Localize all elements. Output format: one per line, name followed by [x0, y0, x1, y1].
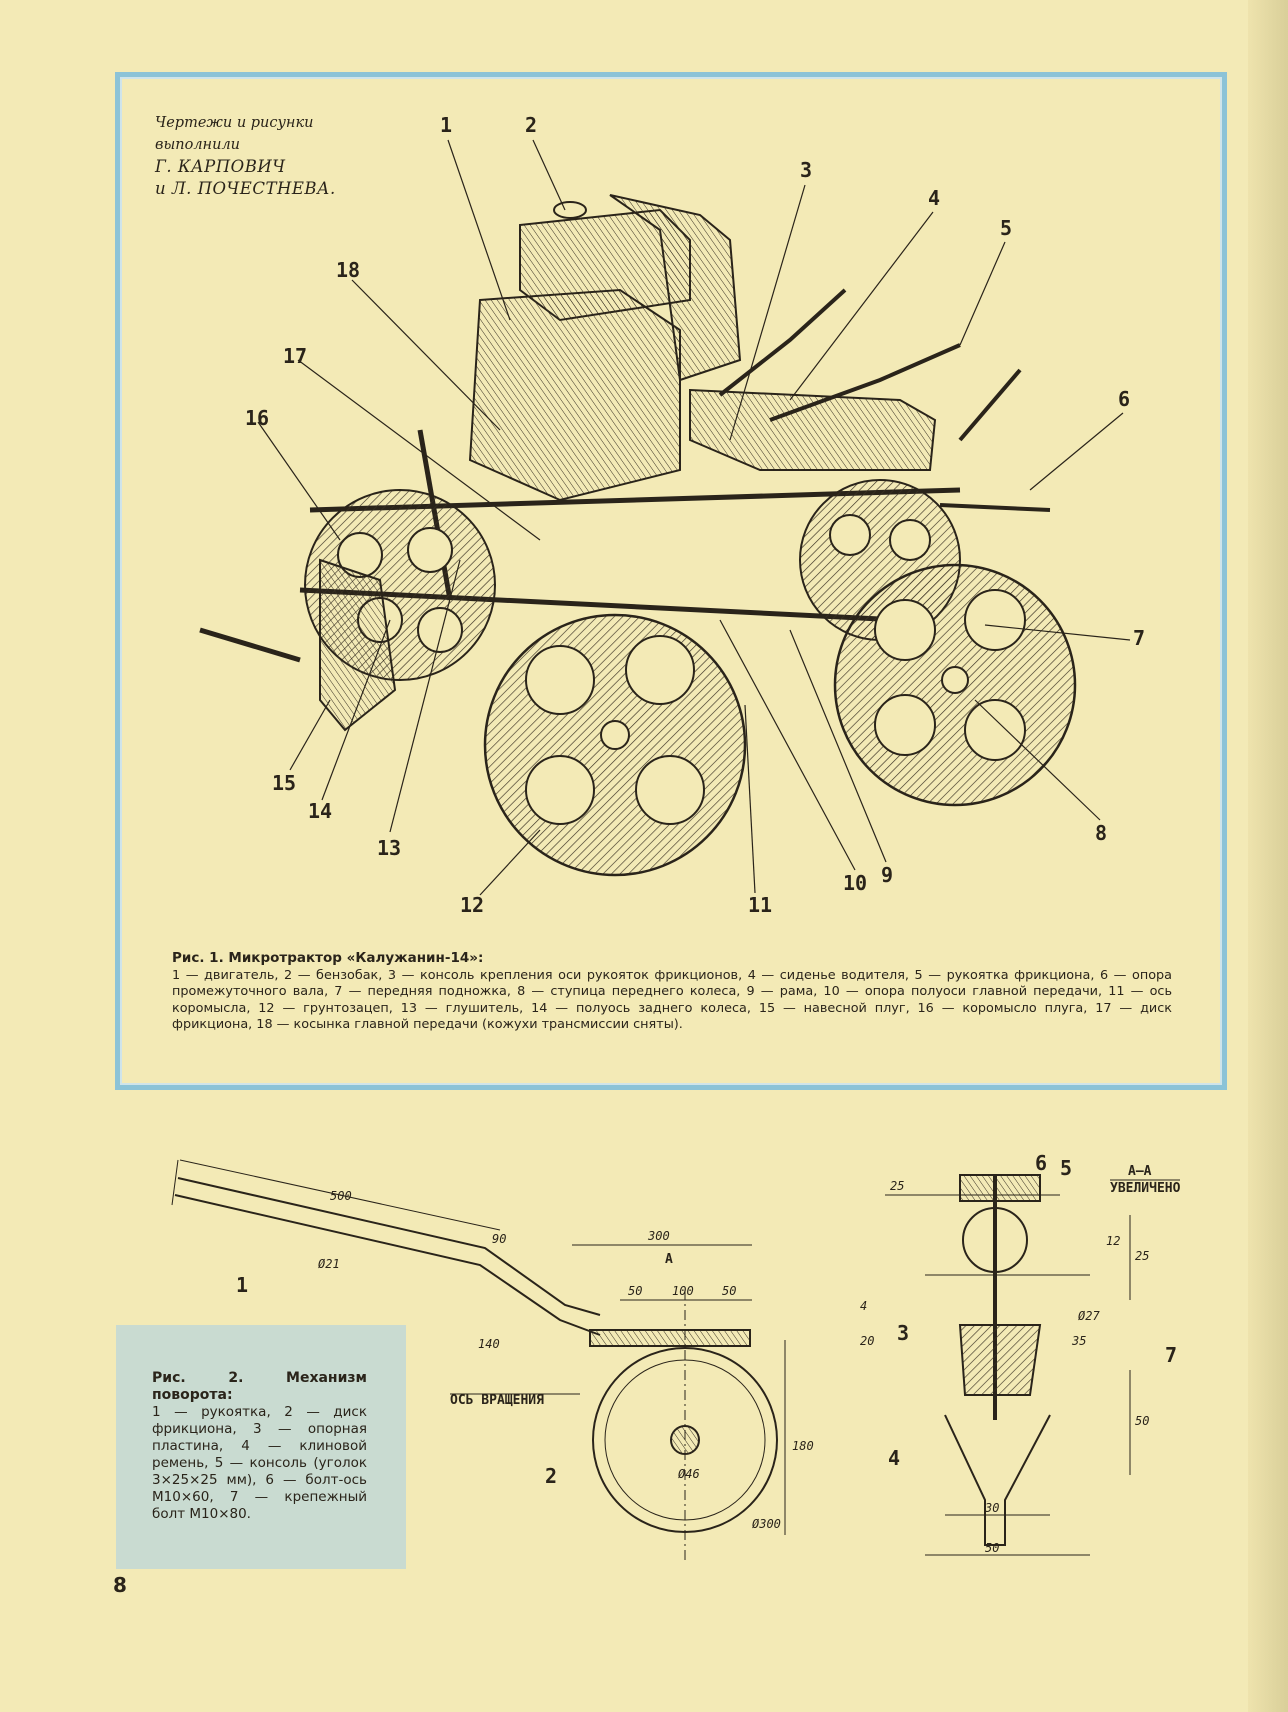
callout-numbers: 1 2 3 4 5 6 7 8 9 10 11 12 13 14 15 16 1… [245, 113, 1145, 917]
section-title: А–А [1128, 1164, 1152, 1179]
dim-50-right: 50 [722, 1284, 736, 1298]
credit-line-1: Чертежи и рисунки [155, 115, 314, 131]
page-number: 8 [113, 1573, 127, 1597]
dim-100: 100 [672, 1284, 694, 1298]
sec-dim-30: 30 [984, 1501, 999, 1515]
dim-50-left: 50 [628, 1284, 642, 1298]
figure-1-caption: Рис. 1. Микротрактор «Калужанин-14»: 1 —… [172, 950, 1172, 1034]
axis-label: ОСЬ ВРАЩЕНИЯ [450, 1393, 544, 1408]
dim-d46: Ø46 [678, 1467, 700, 1481]
sec-dim-25b: 25 [1135, 1249, 1149, 1263]
callout-1: 1 [440, 113, 452, 137]
dim-90: 90 [492, 1232, 506, 1246]
dim-d21: Ø21 [318, 1257, 340, 1271]
handle-rod [174, 1194, 601, 1336]
callout-14: 14 [308, 799, 332, 823]
v-belt [944, 1414, 1051, 1546]
callout-9: 9 [881, 863, 893, 887]
callout-10: 10 [843, 871, 867, 895]
callout-8: 8 [1095, 821, 1107, 845]
sec-part-7: 7 [1165, 1343, 1177, 1367]
front-wheel-left [483, 613, 747, 877]
callout-17: 17 [283, 344, 307, 368]
page-gutter [1248, 0, 1288, 1712]
credit-author-2: и Л. ПОЧЕСТНЕВА. [155, 179, 336, 198]
handle-rod-edge [177, 1177, 601, 1316]
plough [199, 558, 397, 732]
callout-leaders [257, 139, 1131, 896]
credit-line-2: выполнили [155, 137, 241, 153]
control-levers [718, 288, 1051, 512]
callout-4: 4 [928, 186, 940, 210]
seat [609, 194, 937, 471]
sec-dim-50: 50 [1135, 1414, 1149, 1428]
callout-15: 15 [272, 771, 296, 795]
sec-dim-50b: 50 [985, 1541, 999, 1555]
dim-140: 140 [478, 1337, 500, 1351]
callout-7: 7 [1133, 626, 1145, 650]
fig2-part-1: 1 [236, 1273, 248, 1297]
callout-12: 12 [460, 893, 484, 917]
console-angle [959, 1174, 1041, 1202]
sec-dim-35: 35 [1071, 1334, 1086, 1348]
figure-1-caption-title: Рис. 1. Микротрактор «Калужанин-14»: [172, 950, 484, 966]
figure-2-caption: Рис. 2. Механизм поворота: 1 — рукоятка,… [152, 1370, 367, 1523]
sec-part-6: 6 [1035, 1151, 1047, 1175]
sec-dim-25: 25 [890, 1179, 904, 1193]
callout-6: 6 [1118, 387, 1130, 411]
figure-2-caption-box [116, 1325, 406, 1569]
engine-block [468, 201, 691, 502]
callout-18: 18 [336, 258, 360, 282]
figure-1-caption-body: 1 — двигатель, 2 — бензобак, 3 — консоль… [172, 967, 1172, 1033]
section-subtitle: УВЕЛИЧЕНО [1110, 1181, 1181, 1196]
drawing-credit: Чертежи и рисунки выполнили Г. КАРПОВИЧ … [155, 112, 395, 200]
v-belt-block [958, 1324, 1042, 1396]
figure-2-caption-title: Рис. 2. Механизм поворота: [152, 1370, 367, 1403]
sec-part-3: 3 [897, 1321, 909, 1345]
callout-11: 11 [748, 893, 772, 917]
fig2-part-2: 2 [545, 1464, 557, 1488]
sec-part-5: 5 [1060, 1156, 1072, 1180]
callout-5: 5 [1000, 216, 1012, 240]
credit-author-1: Г. КАРПОВИЧ [155, 157, 286, 176]
dim-180: 180 [792, 1439, 814, 1453]
sec-dim-d27: Ø27 [1078, 1309, 1100, 1323]
callout-16: 16 [245, 406, 269, 430]
callout-2: 2 [525, 113, 537, 137]
dim-d300: Ø300 [752, 1517, 781, 1531]
sec-part-4: 4 [888, 1446, 900, 1470]
figure-1-frame [115, 72, 1227, 1090]
front-wheel-right [833, 563, 1077, 807]
dim-300: 300 [647, 1229, 670, 1243]
section-marker-a: А [665, 1252, 673, 1267]
sec-dim-12: 12 [1106, 1234, 1120, 1248]
support-plate [589, 1329, 751, 1347]
figure-2-caption-body: 1 — рукоятка, 2 — диск фрикциона, 3 — оп… [152, 1404, 367, 1522]
sec-dim-20: 20 [860, 1334, 874, 1348]
callout-3: 3 [800, 158, 812, 182]
dim-500: 500 [330, 1189, 352, 1203]
sec-dim-4: 4 [860, 1299, 867, 1313]
callout-13: 13 [377, 836, 401, 860]
